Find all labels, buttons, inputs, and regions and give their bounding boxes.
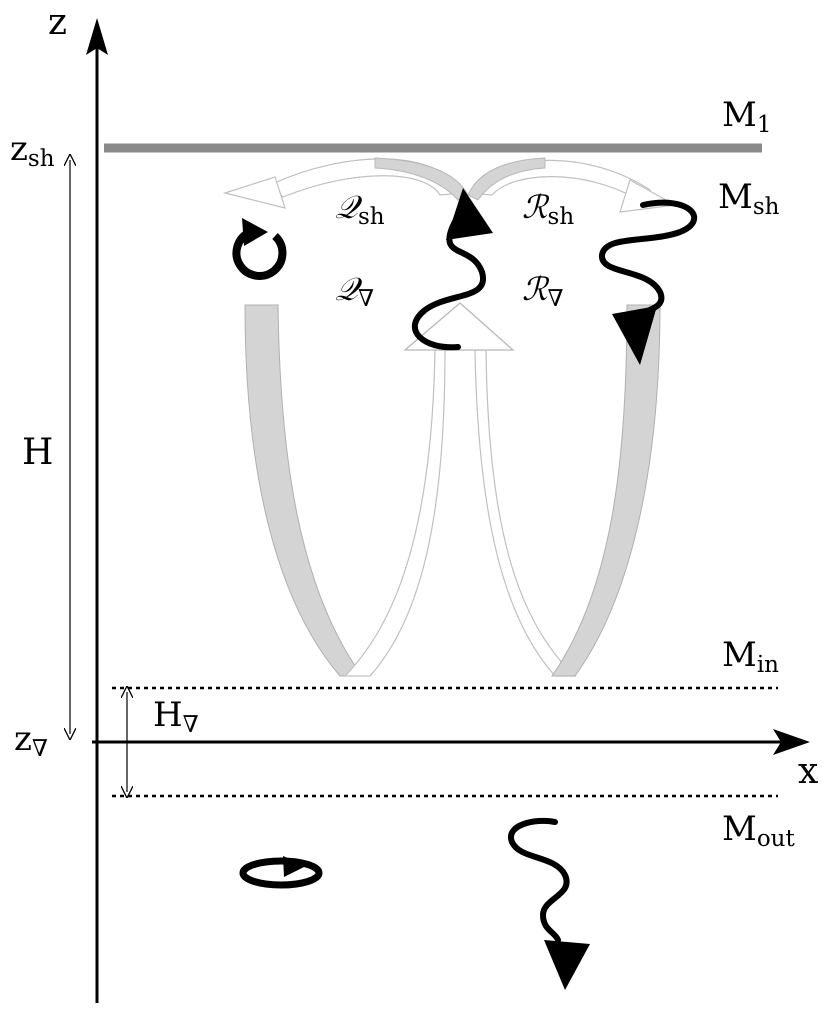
H-label: H (22, 432, 53, 473)
axes (86, 18, 810, 1003)
R-nabla-label: ℛ∇ (522, 270, 564, 312)
convection-loops (222, 157, 677, 677)
left-upflow-ribbon (343, 349, 446, 677)
central-upflow-arrowhead (403, 302, 515, 351)
z-sh-label: zsh (10, 129, 55, 172)
H-nabla-label: H∇ (153, 695, 199, 738)
wave-arrow-down-lower (508, 817, 590, 990)
z-axis-arrowhead (86, 18, 108, 55)
top-right-arrowhead (619, 179, 677, 213)
x-axis-arrowhead (773, 729, 810, 755)
z-axis-label: z (48, 2, 67, 43)
left-downflow-ribbon (244, 304, 363, 677)
top-arc-right-fill (467, 157, 546, 201)
wave-arrow-down-right (599, 199, 697, 365)
R-sh-label: ℛsh (522, 188, 574, 230)
z-nabla-label: z∇ (14, 719, 48, 762)
wave-arrow-up (411, 188, 493, 351)
Min-label: Min (722, 635, 779, 678)
Msh-label: Msh (718, 177, 780, 220)
Mout-label: Mout (722, 809, 795, 852)
x-axis-label: x (798, 751, 818, 792)
right-upflow-ribbon (474, 349, 577, 677)
rotation-icon-upper (232, 218, 287, 280)
rotation-icon-lower (239, 856, 323, 889)
M1-label: M1 (722, 95, 771, 138)
Q-nabla-label: 𝒬∇ (335, 270, 374, 312)
Q-sh-label: 𝒬sh (335, 188, 385, 230)
top-left-arrowhead (222, 176, 286, 209)
right-downflow-ribbon (551, 304, 661, 677)
